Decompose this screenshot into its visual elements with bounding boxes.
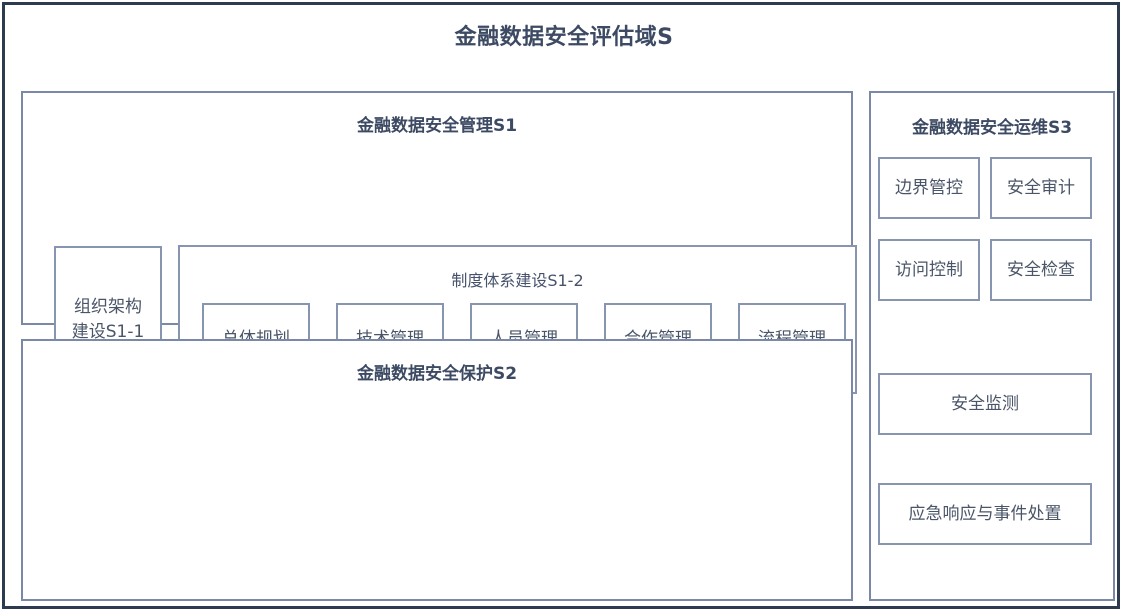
box-s3-emergency-response[interactable]: 应急响应与事件处置 [878,483,1092,545]
box-s3-boundary-control[interactable]: 边界管控 [878,157,980,219]
section-s1-panel: 金融数据安全管理S1 组织架构 建设S1-1 制度体系建设S1-2 总体规划 技… [21,91,857,394]
section-s1-title: 金融数据安全管理S1 [356,116,518,136]
box-s3-security-audit[interactable]: 安全审计 [990,157,1092,219]
box-s3-security-inspection[interactable]: 安全检查 [990,239,1092,301]
section-s3-title: 金融数据安全运维S3 [911,118,1073,138]
subsection-s1-2-title: 制度体系建设S1-2 [451,271,584,290]
section-s3-panel: 金融数据安全运维S3 边界管控 安全审计 访问控制 安全检查 安全监测 应急响应… [869,91,1115,601]
section-s2-panel: 金融数据安全保护S2 金融数据 资产管理 S2-1 数据生命周期安全保护S2-2… [21,339,853,601]
box-s3-access-control[interactable]: 访问控制 [878,239,980,301]
section-s2-title: 金融数据安全保护S2 [356,364,518,384]
box-s3-security-monitoring[interactable]: 安全监测 [878,373,1092,435]
page-title: 金融数据安全评估域S [454,25,674,50]
